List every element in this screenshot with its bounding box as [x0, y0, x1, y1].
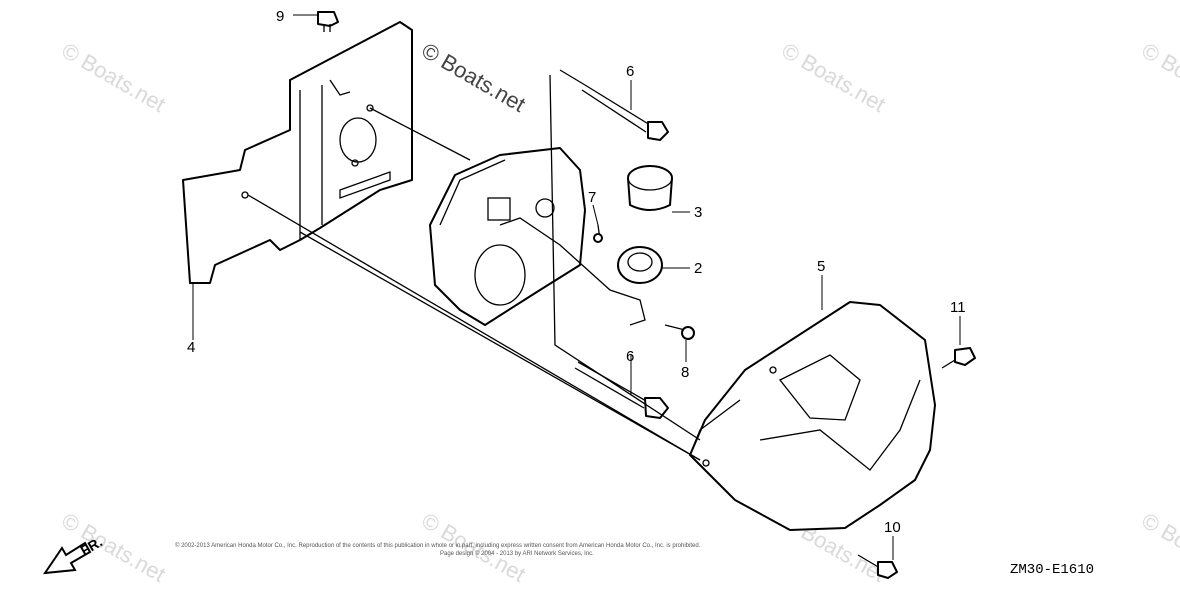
- callout-5: 5: [817, 258, 825, 275]
- callout-3: 3: [694, 204, 702, 221]
- callouts: 9 6 3 7 2 5 11 4 6 8 10: [187, 8, 966, 536]
- watermark: © Boats.net: [418, 38, 530, 117]
- part-3-pipe-cap[interactable]: [627, 165, 673, 211]
- bolt-9[interactable]: [317, 11, 339, 32]
- watermark: © Boats.net: [58, 508, 170, 587]
- callout-8: 8: [681, 364, 689, 381]
- bolt-10[interactable]: [857, 554, 898, 579]
- bolt-6-lower[interactable]: [574, 361, 669, 419]
- part-4-muffler-protector[interactable]: [182, 21, 413, 284]
- callout-2: 2: [694, 260, 702, 277]
- watermark: © Boats.net: [1138, 38, 1180, 117]
- diagram-code: ZM30-E1610: [1010, 562, 1094, 578]
- watermarks: © Boats.net © Boats.net © Boats.net © Bo…: [58, 38, 1180, 587]
- part-2-spark-arrester[interactable]: [617, 246, 663, 284]
- watermark: © Boats.net: [1138, 508, 1180, 587]
- copyright-line-2: Page design © 2004 - 2013 by ARI Network…: [440, 550, 594, 557]
- watermark: © Boats.net: [58, 38, 170, 117]
- part-5-muffler-cover[interactable]: [689, 301, 936, 531]
- callout-9: 9: [276, 8, 284, 25]
- alignment-lines: [247, 69, 701, 461]
- callout-7: 7: [588, 189, 596, 206]
- part-muffler-body[interactable]: [429, 147, 646, 326]
- callout-4: 4: [187, 339, 195, 356]
- leader-lines: [192, 14, 961, 560]
- bolt-11[interactable]: [941, 347, 976, 369]
- watermark: © Boats.net: [778, 38, 890, 117]
- bolt-7[interactable]: [593, 224, 603, 243]
- callout-11: 11: [950, 299, 966, 316]
- callout-10: 10: [884, 519, 901, 536]
- callout-6-upper: 6: [626, 63, 634, 80]
- bolt-6-upper[interactable]: [581, 84, 669, 141]
- callout-6-lower: 6: [626, 348, 634, 365]
- bolt-8[interactable]: [664, 324, 695, 340]
- copyright-line-1: © 2002-2013 American Honda Motor Co., In…: [175, 542, 701, 549]
